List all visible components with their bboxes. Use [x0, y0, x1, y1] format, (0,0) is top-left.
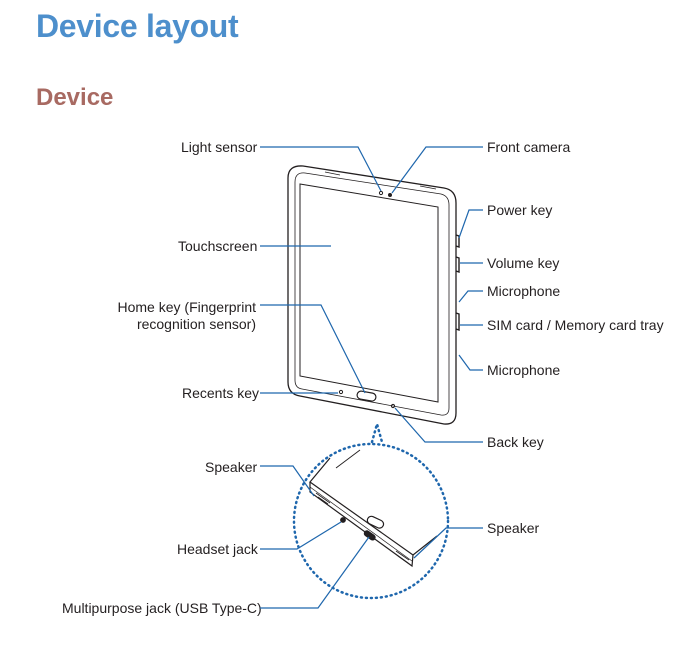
light-sensor-dot — [378, 190, 384, 196]
zoom-connector — [370, 419, 384, 444]
touchscreen-area — [299, 183, 439, 403]
label-speaker-right: Speaker — [487, 520, 540, 536]
bottom-view-home-key — [366, 515, 385, 529]
label-back-key: Back key — [487, 434, 544, 450]
label-recents-key: Recents key — [182, 385, 260, 401]
label-microphone-top: Microphone — [487, 283, 561, 299]
label-power-key: Power key — [487, 202, 553, 218]
label-multipurpose-jack: Multipurpose jack (USB Type-C) — [62, 600, 262, 616]
label-light-sensor: Light sensor — [181, 139, 258, 155]
label-home-key-line1: Home key (Fingerprint — [117, 299, 257, 315]
bottom-usb-c-jack — [363, 530, 376, 541]
label-home-key: Home key (Fingerprint recognition sensor… — [110, 299, 257, 333]
zoom-circle — [292, 442, 450, 600]
bottom-headset-jack — [340, 517, 346, 523]
tablet-top-edge — [324, 171, 437, 190]
callout-front-camera — [391, 146, 483, 194]
callout-speaker-right — [413, 527, 483, 559]
callout-microphone-top — [458, 290, 483, 303]
back-key-dot — [390, 403, 396, 409]
side-key-volume — [455, 256, 460, 273]
tablet-front-view — [287, 165, 460, 425]
label-speaker-left: Speaker — [205, 459, 258, 475]
bottom-speaker-right — [395, 550, 410, 564]
side-sim-tray — [455, 312, 460, 331]
front-camera-dot — [388, 193, 392, 197]
callout-microphone-bottom — [458, 354, 483, 371]
callout-speaker-left — [260, 465, 315, 497]
page-title: Device layout — [36, 8, 239, 44]
callout-home-key — [260, 304, 366, 394]
callout-multipurpose-jack — [260, 536, 370, 609]
callout-light-sensor — [260, 146, 382, 192]
label-headset-jack: Headset jack — [177, 541, 258, 557]
bottom-speaker-left — [315, 492, 331, 505]
callout-headset-jack — [260, 521, 342, 550]
side-key-power — [455, 234, 460, 248]
label-sim-tray: SIM card / Memory card tray — [487, 317, 664, 333]
label-front-camera: Front camera — [487, 139, 571, 155]
tablet-bezel — [294, 172, 450, 416]
section-title: Device — [36, 84, 114, 111]
label-touchscreen: Touchscreen — [178, 238, 258, 254]
bottom-view-glass-edge — [335, 449, 361, 469]
callout-back-key — [394, 407, 483, 443]
bottom-view-surface — [309, 457, 438, 556]
home-key — [356, 390, 377, 402]
callout-lines — [260, 146, 483, 609]
label-microphone-bottom: Microphone — [487, 362, 561, 378]
recents-key-dot — [338, 389, 344, 395]
bottom-view-edge-inner — [309, 486, 413, 562]
tablet-bottom-view — [309, 449, 438, 568]
label-volume-key: Volume key — [487, 255, 560, 271]
tablet-body — [287, 165, 457, 425]
callout-power-key — [458, 209, 483, 239]
label-home-key-line2: recognition sensor) — [136, 316, 256, 332]
